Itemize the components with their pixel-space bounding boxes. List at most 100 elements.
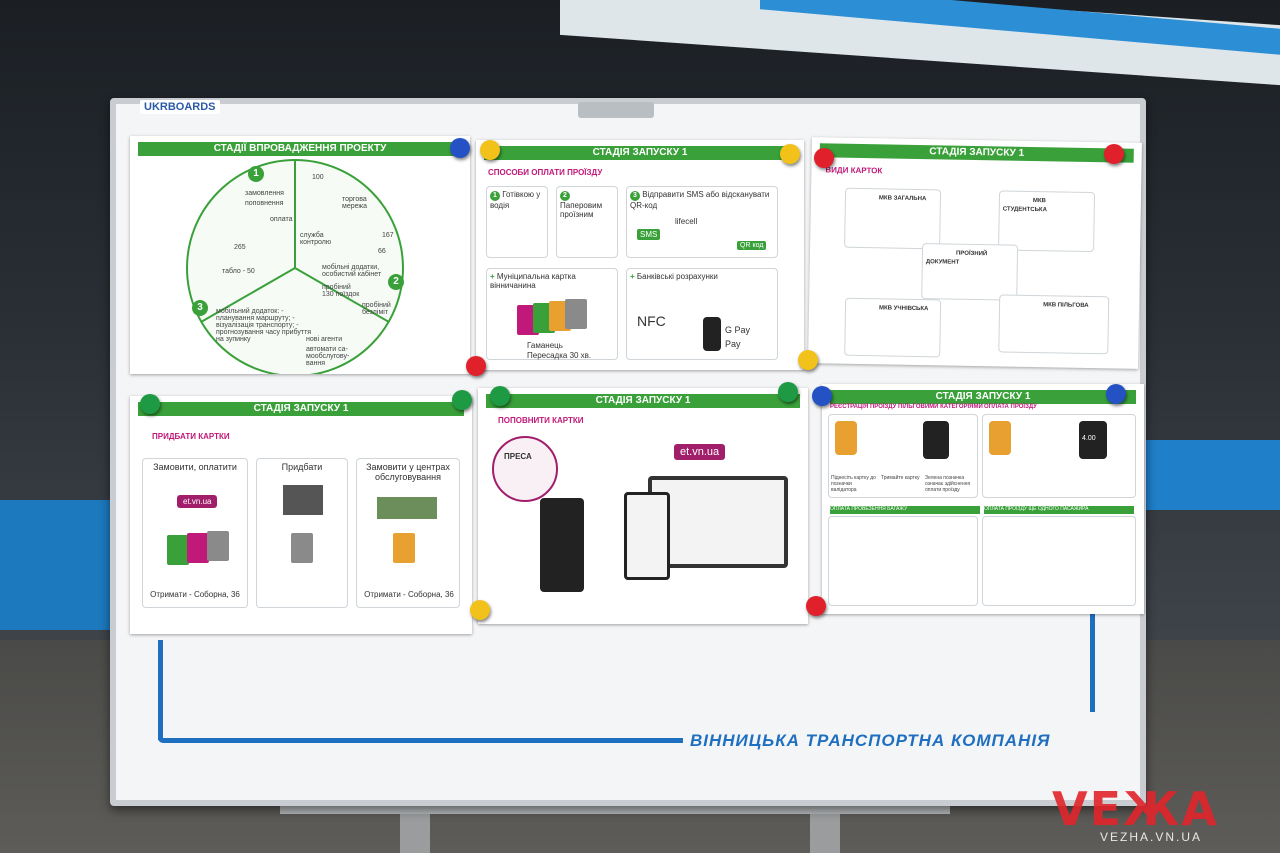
card-icon [167, 535, 189, 565]
magnet-pin [806, 596, 826, 616]
validator-icon [923, 421, 949, 459]
magnet-pin [470, 600, 490, 620]
receive-label: Отримати - Соборна, 36 [150, 590, 240, 599]
magnet-pin [1104, 144, 1124, 164]
phone-icon [624, 492, 670, 580]
sheet4-subtitle: ПРИДБАТИ КАРТКИ [152, 432, 230, 441]
card-type-student: МКВ СТУДЕНТСЬКА [998, 190, 1096, 253]
buy-option-service-center: Замовити у центрах обслуговування Отрима… [356, 458, 460, 608]
option-cash: 1 Готівкою у водія [486, 186, 548, 258]
label-new-agents: нові агенти [306, 336, 343, 343]
company-name: ВІННИЦЬКА ТРАНСПОРТНА КОМПАНІЯ [690, 731, 1051, 750]
plus-icon: + [490, 272, 495, 281]
lifecell-logo: lifecell [675, 217, 698, 226]
card-icon [187, 533, 209, 563]
section-privileged: РЕЄСТРАЦІЯ ПРОЇЗДУ ПІЛЬГОВИМИ КАТЕГОРІЯМ… [830, 404, 983, 410]
gpay-label: G Pay [725, 325, 751, 335]
vezha-logo: VEЖА [1052, 782, 1219, 836]
label-topup: поповнення [245, 200, 284, 207]
sms-badge: SMS [637, 229, 661, 240]
buy-option-order: Замовити, оплатити et.vn.ua Отримати - С… [142, 458, 248, 608]
sheet4-title: СТАДІЯ ЗАПУСКУ 1 [138, 402, 464, 416]
kiosk-circle: ПРЕСА [492, 436, 558, 502]
magnet-pin [814, 148, 834, 168]
magnet-pin [778, 382, 798, 402]
stage-3-badge: 3 [192, 300, 208, 316]
section-extra-passenger: ОПЛАТА ПРОЇЗДУ ЩЕ ОДНОГО ПАСАЖИРА [984, 506, 1134, 514]
label-trial-unlimited: пробіний безліміт [362, 302, 391, 316]
num-167: 167 [382, 232, 394, 239]
option-paper-pass: 2 Паперовим проїзним [556, 186, 618, 258]
card-icon [291, 533, 313, 563]
laptop-icon [648, 476, 788, 568]
magnet-pin [1106, 384, 1126, 404]
magnet-pin [812, 386, 832, 406]
phone-icon [703, 317, 721, 351]
label-order: замовлення [245, 190, 284, 197]
magnet-pin [480, 140, 500, 160]
label-control: служба контролю [300, 232, 332, 246]
label-displays: табло - 50 [222, 268, 255, 275]
card-type-privileged: МКВ ПІЛЬГОВА [998, 294, 1110, 355]
sheet-buy-cards: СТАДІЯ ЗАПУСКУ 1 ПРИДБАТИ КАРТКИ Замовит… [130, 396, 472, 634]
bus-blue-panel-right [1140, 440, 1280, 510]
blue-frame-right [1090, 612, 1095, 712]
card-icon [393, 533, 415, 563]
validator-icon: 4.00 [1079, 421, 1107, 459]
num-66: 66 [378, 248, 386, 255]
blue-frame-bottom [158, 738, 683, 743]
sheet5-title: СТАДІЯ ЗАПУСКУ 1 [486, 394, 800, 408]
option-bank: + Банківські розрахунки NFC G Pay Pay [626, 268, 778, 360]
wallet-label: Гаманець [527, 341, 563, 350]
blue-frame-left [158, 640, 163, 740]
magnet-pin [450, 138, 470, 158]
bus-blue-panel-left [0, 500, 120, 630]
label-retail: торгова мережа [342, 196, 367, 210]
magnet-pin [452, 390, 472, 410]
panel-payment: 4.00 [982, 414, 1136, 498]
label-mobile-app-features: мобільний додаток: - планування маршруту… [216, 308, 312, 343]
card-grey [565, 299, 587, 329]
stage-1-badge: 1 [248, 166, 264, 182]
section-payment: ОПЛАТА ПРОЇЗДУ [984, 404, 1037, 410]
validator-icon [989, 421, 1011, 455]
magnet-pin [798, 350, 818, 370]
stage-2-badge: 2 [388, 274, 404, 290]
kiosk-icon [283, 485, 323, 515]
nfc-label: NFC [637, 313, 666, 329]
magnet-pin [780, 144, 800, 164]
option-sms-qr: 3 Відправити SMS або відсканувати QR-код… [626, 186, 778, 258]
building-icon [377, 497, 437, 519]
site-pill: et.vn.ua [177, 495, 218, 508]
label-payment: оплата [270, 216, 293, 223]
num-265: 265 [234, 244, 246, 251]
card-type-pupil: МКВ УЧНІВСЬКА [844, 297, 942, 358]
sheet6-title: СТАДІЯ ЗАПУСКУ 1 [830, 390, 1136, 404]
buy-option-purchase: Придбати [256, 458, 348, 608]
magnet-pin [490, 386, 510, 406]
receive-label: Отримати - Соборна, 36 [364, 590, 454, 599]
board-brand: UKRBOARDS [140, 100, 220, 114]
panel-privileged: Піднесіть картку до позначки валідатора … [828, 414, 978, 498]
option-municipal-card: + Муніципальна картка вінничанина Гамане… [486, 268, 618, 360]
label-trial-130: пробіний 130 поїздок [322, 284, 360, 298]
pos-terminal-icon [540, 498, 584, 592]
board-clip [578, 102, 654, 118]
site-pill: et.vn.ua [674, 444, 726, 460]
apay-label: Pay [725, 339, 741, 349]
magnet-pin [140, 394, 160, 414]
sheet-topup-cards: СТАДІЯ ЗАПУСКУ 1 ПОПОВНИТИ КАРТКИ ПРЕСА … [478, 388, 808, 624]
plus-icon: + [630, 272, 635, 281]
card-icon [207, 531, 229, 561]
label-vending: автомати са-мообслугову-вання [306, 346, 350, 367]
sheet-card-types: СТАДІЯ ЗАПУСКУ 1 ВИДИ КАРТОК МКВ ЗАГАЛЬН… [808, 137, 1142, 369]
stages-wheel [186, 159, 404, 374]
card-type-general: МКВ ЗАГАЛЬНА [844, 187, 942, 250]
sheet-validator-usage: СТАДІЯ ЗАПУСКУ 1 РЕЄСТРАЦІЯ ПРОЇЗДУ ПІЛЬ… [822, 384, 1144, 614]
label-mobile-apps: мобільні додатки, особистий кабінет [322, 264, 382, 278]
panel-luggage [828, 516, 978, 606]
sheet2-subtitle: СПОСОБИ ОПЛАТИ ПРОЇЗДУ [488, 168, 603, 177]
sheet1-title: СТАДІЇ ВПРОВАДЖЕННЯ ПРОЕКТУ [138, 142, 462, 156]
magnet-pin [466, 356, 486, 376]
sheet-payment-methods: СТАДІЯ ЗАПУСКУ 1 СПОСОБИ ОПЛАТИ ПРОЇЗДУ … [476, 140, 804, 370]
